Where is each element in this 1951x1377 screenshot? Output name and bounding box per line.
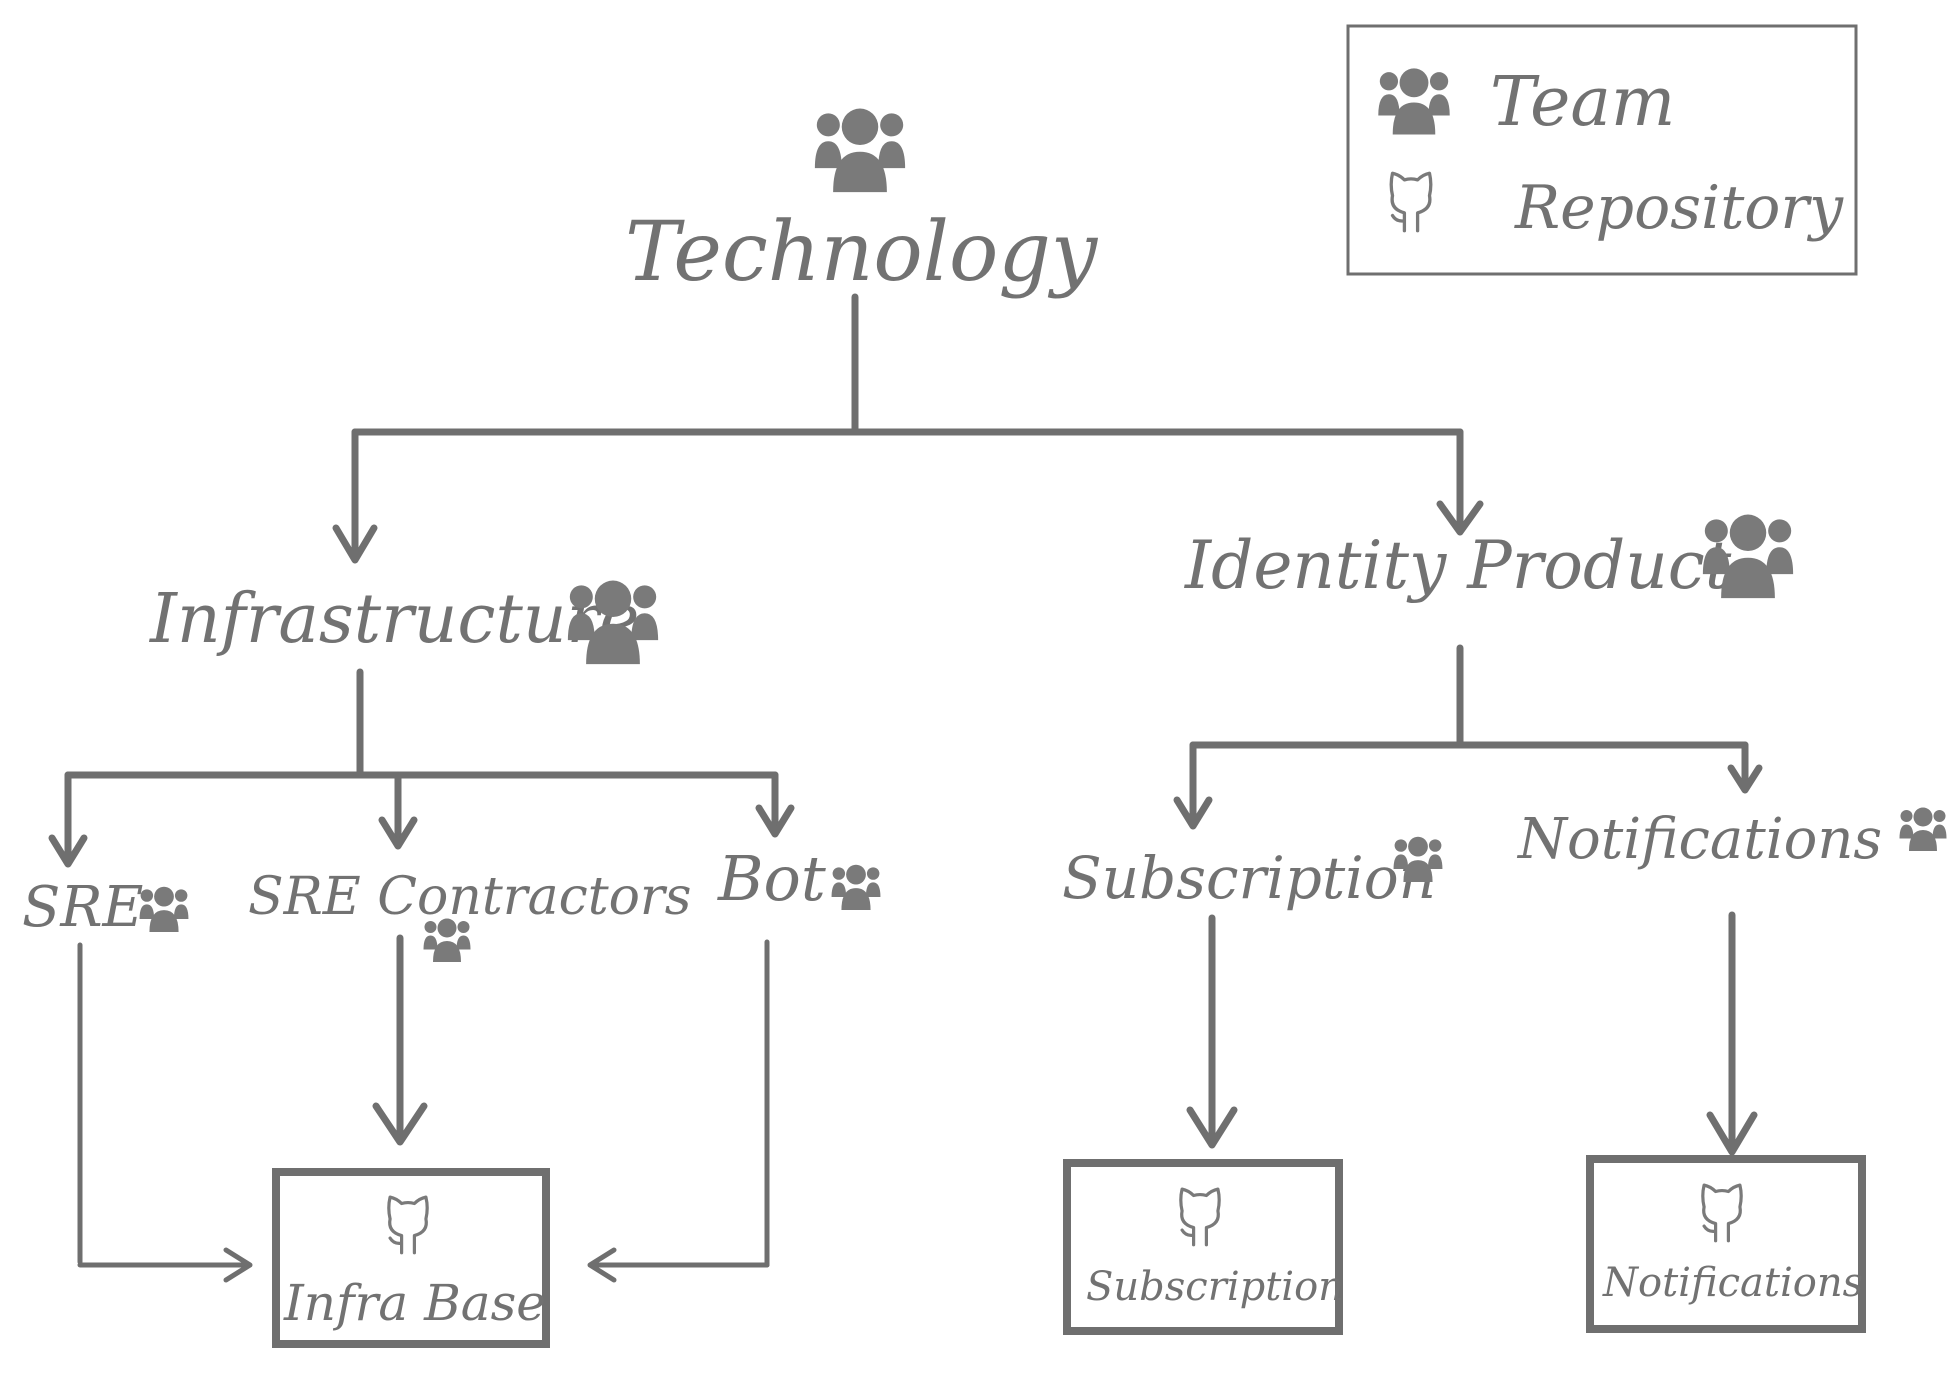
repo-label-infra-base: Infra Base	[283, 1274, 546, 1332]
connector-arrowhead	[372, 1102, 428, 1146]
repo-box	[1063, 1159, 1343, 1335]
legend-github-icon	[1389, 171, 1433, 233]
legend-team-label: Team	[1490, 63, 1675, 142]
repo-label-notifications: Notifications	[1602, 1260, 1863, 1306]
connector-arrowhead	[332, 524, 378, 564]
connector-arrowhead	[1186, 1106, 1238, 1149]
team-node-sre-contractors: SRE Contractors	[248, 867, 691, 962]
team-node-bot: Bot	[717, 842, 881, 915]
legend-box	[1346, 24, 1858, 276]
team-label-bot: Bot	[717, 842, 826, 915]
team-node-technology: Technology	[625, 108, 1099, 300]
team-label-identity-product: Identity Product	[1184, 527, 1732, 604]
connector-arrowhead	[587, 1247, 617, 1283]
github-icon	[1701, 1183, 1743, 1243]
team-icon	[814, 108, 906, 193]
connector-arrowhead	[378, 816, 418, 850]
team-icon	[139, 886, 189, 932]
team-node-identity-product: Identity Product	[1184, 514, 1794, 604]
repo-node-notifications: Notifications	[1586, 1155, 1866, 1333]
connector-arrowhead	[1436, 500, 1484, 536]
connector-arrowhead	[755, 804, 795, 838]
repo-node-subscription: Subscription	[1063, 1159, 1344, 1335]
team-node-infrastructure: Infrastructure	[148, 580, 659, 665]
connector-arrowhead	[223, 1247, 253, 1283]
team-label-sre: SRE	[22, 875, 143, 940]
legend: Team Repository	[1346, 24, 1858, 276]
repo-node-infra-base: Infra Base	[272, 1168, 550, 1348]
team-icon	[423, 918, 471, 962]
team-label-technology: Technology	[625, 205, 1099, 300]
team-node-subscription: Subscription	[1062, 836, 1443, 912]
github-icon	[386, 1195, 430, 1255]
team-label-notifications: Notifications	[1516, 807, 1882, 872]
team-node-notifications: Notifications	[1516, 807, 1947, 872]
connector-arrowhead	[1173, 796, 1213, 830]
connector-arrowhead	[1706, 1111, 1758, 1156]
team-icon	[1899, 807, 1947, 851]
repo-label-subscription: Subscription	[1086, 1264, 1344, 1310]
connector-arrowhead	[1727, 764, 1763, 794]
team-label-infrastructure: Infrastructure	[148, 580, 639, 659]
team-node-sre: SRE	[22, 875, 189, 940]
repo-box	[272, 1168, 550, 1348]
team-label-subscription: Subscription	[1062, 844, 1436, 912]
team-label-sre-contractors: SRE Contractors	[248, 867, 691, 927]
team-icon	[831, 864, 881, 910]
connectors	[48, 293, 1763, 1283]
repo-box	[1586, 1155, 1866, 1333]
github-icon	[1179, 1187, 1221, 1247]
legend-team-icon	[1378, 68, 1450, 135]
connector-arrowhead	[48, 834, 88, 868]
legend-repository-label: Repository	[1514, 173, 1844, 243]
